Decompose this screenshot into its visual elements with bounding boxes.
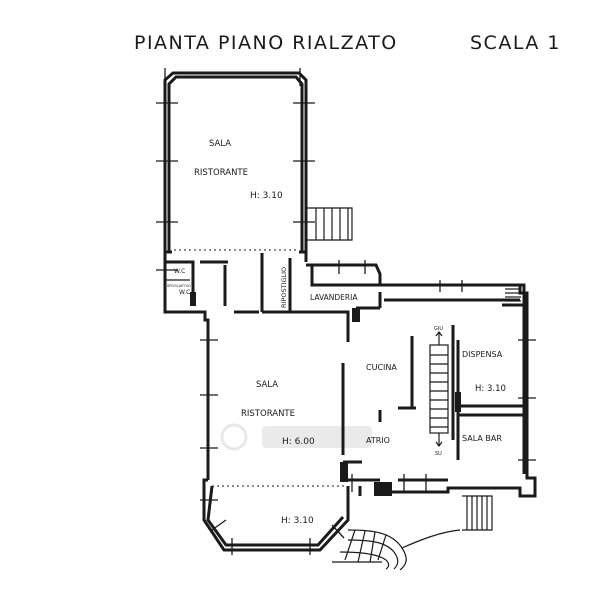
label-height-top: H: 3.10 [250,191,283,201]
label-lavanderia: LAVANDERIA [310,293,358,302]
label-ripostiglio: RIPOSTIGLIO [280,267,288,308]
label-ristorante-top: RISTORANTE [194,168,248,178]
label-sala-mid: SALA [256,380,278,390]
plan-title: PIANTA PIANO RIALZATO [134,32,398,54]
label-ristorante-mid: RISTORANTE [241,409,295,419]
plan-scale: SCALA 1 [470,32,561,54]
label-wc-2: W.C [179,289,190,296]
label-wc-1: W.C [174,268,185,275]
label-spogliatoio: SPOGLIATOIO [167,284,191,288]
label-dispensa: DISPENSA [462,350,503,359]
label-cucina: CUCINA [366,363,397,372]
internal-walls [165,253,524,496]
label-height-bottom: H: 3.10 [281,516,314,526]
label-sala-bar: SALA BAR [462,434,502,443]
label-atrio: ATRIO [366,436,390,445]
label-height-dispensa: H: 3.10 [475,384,506,394]
label-stair-down: GIU [434,326,443,332]
stairs [306,207,521,571]
outer-walls [163,71,537,552]
label-height-mid: H: 6.00 [282,437,315,447]
room-labels: SALA RISTORANTE H: 3.10 W.C W.C SPOGLIAT… [167,139,506,526]
label-sala-top: SALA [209,139,231,149]
label-stair-up: SU [435,451,442,457]
window-marks [156,68,536,555]
